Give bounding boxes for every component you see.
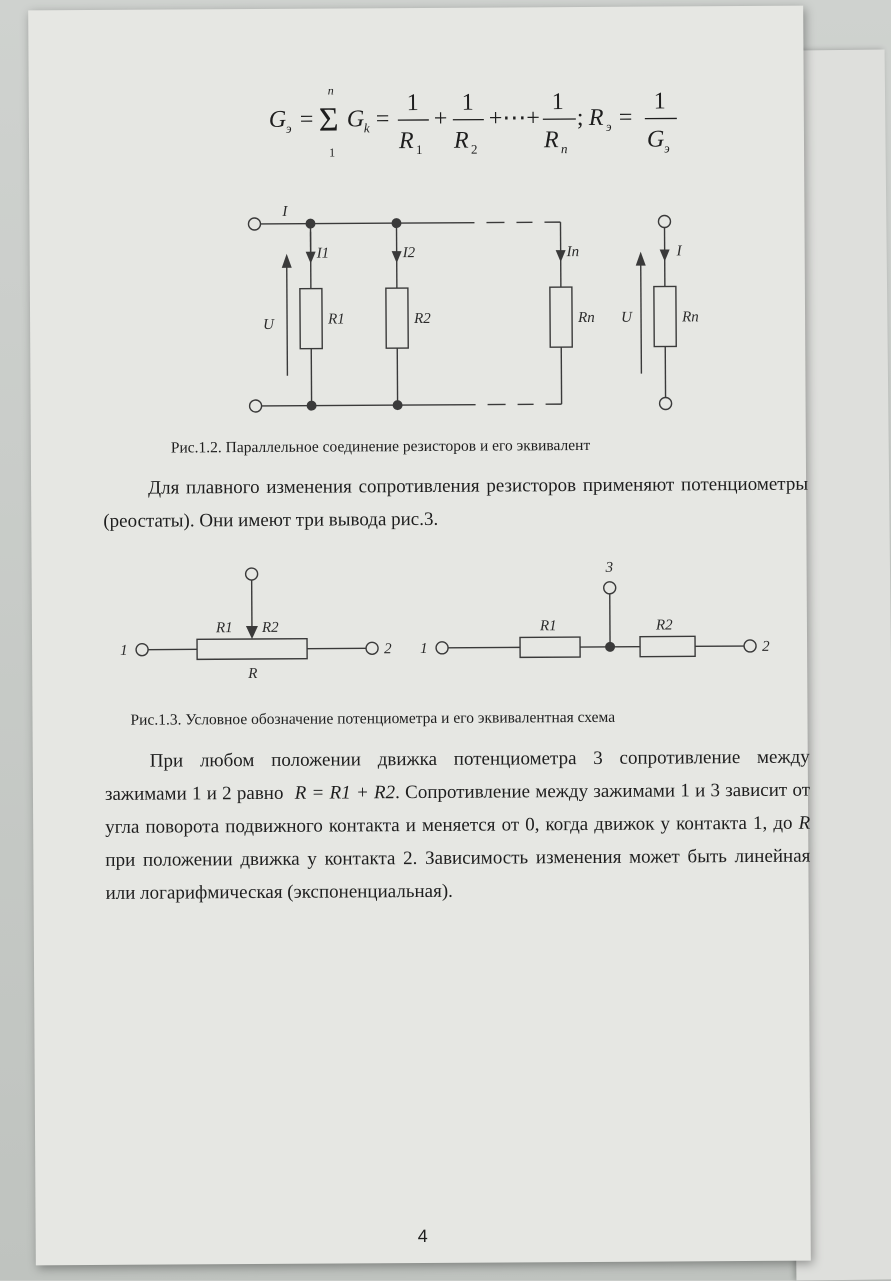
plus1: + <box>434 106 448 132</box>
formula-eq1: = <box>300 107 314 133</box>
figure-caption-2: Рис.1.3. Условное обозначение потенциоме… <box>130 709 615 730</box>
formula-k: k <box>364 120 370 135</box>
frace-den: G <box>647 126 665 152</box>
pot-terminal-2: 2 <box>384 641 392 657</box>
fracn-num: 1 <box>552 89 564 115</box>
pot-label-R2: R2 <box>261 620 279 636</box>
paragraph-1: Для плавного изменения сопротивления рез… <box>103 468 808 538</box>
parallel-circuit-diagram: I I1 I2 In U R1 R2 Rn U I Rn <box>224 191 725 424</box>
label-Rn: Rn <box>577 310 595 326</box>
frac1-num: 1 <box>407 90 419 116</box>
frac2-den: R <box>453 128 469 154</box>
fracn-sub: n <box>561 141 568 156</box>
document-page: G э = Σ n 1 G k = 1 R 1 + 1 R 2 +⋯+ 1 R … <box>28 6 811 1266</box>
eq-terminal-2: 2 <box>762 639 770 655</box>
eq-label-R2: R2 <box>655 617 673 633</box>
formula-sigma: Σ <box>319 101 339 138</box>
page-number: 4 <box>418 1226 428 1247</box>
formula-sum-top: n <box>328 84 334 98</box>
label-In: In <box>566 244 580 260</box>
formula-dots: +⋯+ <box>489 105 540 131</box>
frac1-sub: 1 <box>416 142 423 157</box>
label-R2: R2 <box>413 311 431 327</box>
formula-semicolon: ; <box>577 105 584 131</box>
pot-label-R: R <box>247 666 257 682</box>
pot-terminal-1: 1 <box>120 643 128 659</box>
paragraph-2-formula: R = R1 + R2 <box>295 782 396 804</box>
label-I1: I1 <box>316 246 330 262</box>
paragraph-2-r: R <box>798 813 810 834</box>
label-I2: I2 <box>402 245 416 261</box>
pot-label-R1: R1 <box>215 620 233 636</box>
formula-eq2: = <box>376 106 390 132</box>
potentiometer-diagram: 1 2 R1 R2 R 1 2 3 R1 R2 <box>112 551 793 695</box>
fracn-den: R <box>543 127 559 153</box>
eq-terminal-1: 1 <box>420 641 428 657</box>
frac2-num: 1 <box>462 90 474 116</box>
formula-sub: э <box>286 121 292 136</box>
formula-re: R <box>588 105 604 131</box>
label-I: I <box>281 204 288 220</box>
formula-re-sub: э <box>606 119 612 134</box>
label-I-eq: I <box>676 243 683 259</box>
frac1-den: R <box>398 128 414 154</box>
formula: G э = Σ n 1 G k = 1 R 1 + 1 R 2 +⋯+ 1 R … <box>259 66 680 169</box>
eq-label-R1: R1 <box>539 618 557 634</box>
formula-gk: G <box>347 106 365 132</box>
paragraph-1-text: Для плавного изменения сопротивления рез… <box>103 474 808 532</box>
frace-num: 1 <box>654 88 666 114</box>
frac2-sub: 2 <box>471 142 478 157</box>
paragraph-2: При любом положении движка потенциометра… <box>105 741 811 910</box>
formula-g: G <box>269 107 287 133</box>
paragraph-2-text-c: при положении движка у контакта 2. Завис… <box>105 846 810 904</box>
label-R1: R1 <box>327 311 345 327</box>
label-U-eq: U <box>621 310 633 326</box>
figure-caption-1: Рис.1.2. Параллельное соединение резисто… <box>171 437 590 458</box>
formula-sum-bottom: 1 <box>329 146 335 160</box>
eq-terminal-3: 3 <box>605 560 614 576</box>
frace-sub: э <box>664 140 670 155</box>
label-Rn-eq: Rn <box>681 309 699 325</box>
label-U: U <box>263 317 275 333</box>
formula-eq3: = <box>619 105 633 131</box>
